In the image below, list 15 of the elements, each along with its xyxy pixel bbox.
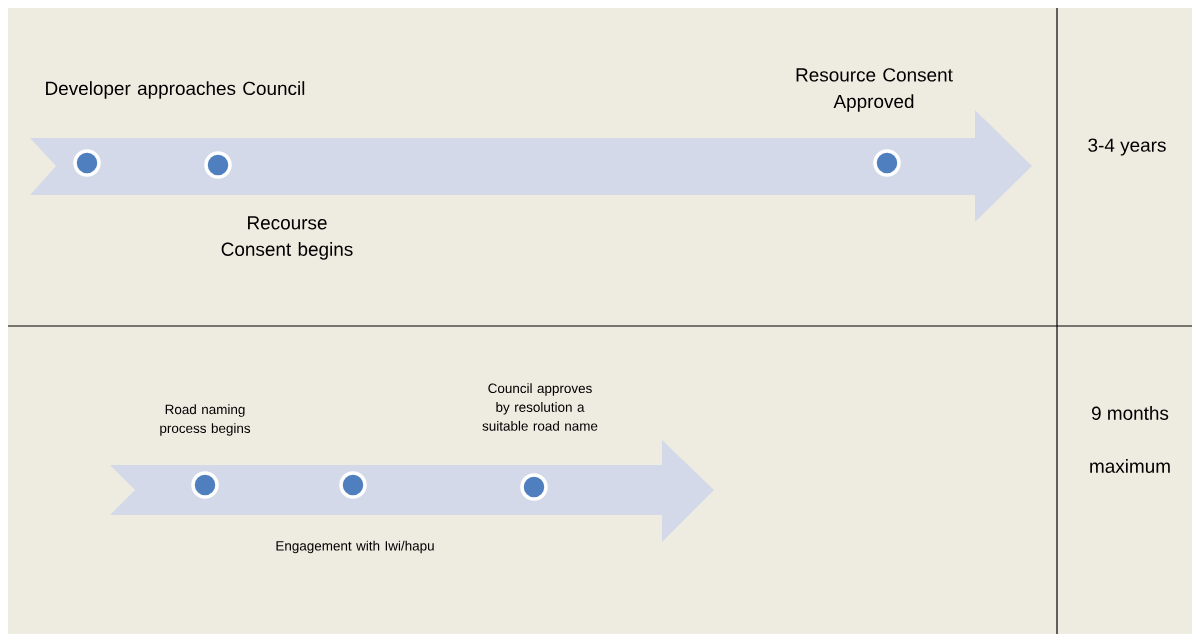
milestone-dot [520, 473, 548, 501]
milestone-dot [873, 149, 901, 177]
milestone-dot [204, 151, 232, 179]
milestone-label: Council approves by resolution a suitable road name [482, 383, 598, 431]
milestone-dot [73, 149, 101, 177]
milestone-label: Engagement with Iwi/hapu [276, 540, 434, 554]
milestone-label: Recourse Consent begins [221, 216, 353, 260]
duration-label: 3-4 years [1088, 138, 1166, 156]
milestone-label: Developer approaches Council [46, 81, 305, 99]
milestone-label: Road naming process begins [160, 404, 251, 436]
milestone-dot [339, 471, 367, 499]
duration-label: 9 months [1091, 406, 1169, 420]
milestone-label: Resource Consent Approved [796, 68, 953, 112]
milestone-dot [191, 471, 219, 499]
duration-label: maximum [1090, 459, 1170, 473]
